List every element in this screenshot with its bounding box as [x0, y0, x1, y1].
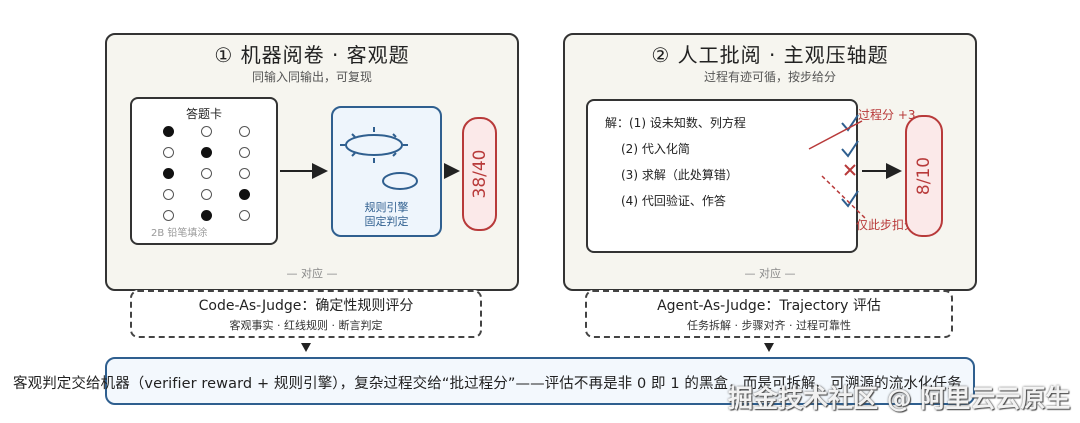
- code-as-judge-box: Code-As-Judge：确定性规则评分 客观事实 · 红线规则 · 断言判定: [130, 290, 482, 338]
- engine-label-1: 规则引擎: [364, 201, 409, 214]
- agent-as-judge-title: Agent-As-Judge：Trajectory 评估: [657, 298, 881, 314]
- cross-icon: [844, 164, 856, 176]
- panel-subtitle: 过程有迹可循，按步给分: [703, 70, 836, 84]
- filled-bubble: [201, 147, 212, 158]
- empty-bubble: [163, 210, 174, 221]
- empty-bubble: [239, 210, 250, 221]
- empty-bubble: [201, 168, 212, 179]
- solution-step-3: (3) 求解（此处算错）: [621, 168, 738, 182]
- panel-footer: — 对应 —: [286, 267, 338, 280]
- agent-as-judge-box: Agent-As-Judge：Trajectory 评估 任务拆解 · 步骤对齐…: [585, 290, 953, 338]
- down-arrow-left: [301, 343, 311, 352]
- code-as-judge-title: Code-As-Judge：确定性规则评分: [198, 298, 414, 314]
- engine-label-2: 固定判定: [364, 215, 409, 228]
- leader-line-plus: [808, 120, 863, 150]
- score-capsule-right: [905, 115, 943, 237]
- rule-engine-box: [331, 106, 442, 237]
- empty-bubble: [239, 126, 250, 137]
- empty-bubble: [163, 147, 174, 158]
- solution-step-1: 解：(1) 设未知数、列方程: [605, 116, 746, 130]
- empty-bubble: [163, 189, 174, 200]
- filled-bubble: [163, 168, 174, 179]
- empty-bubble: [201, 126, 212, 137]
- summary-box: [105, 357, 975, 405]
- empty-bubble: [201, 189, 212, 200]
- panel-subtitle: 同输入同输出，可复现: [251, 70, 372, 84]
- solution-step-2: (2) 代入化简: [621, 142, 690, 156]
- leader-line-deduct: [821, 175, 867, 220]
- down-arrow-right: [764, 343, 774, 352]
- check-icon: [841, 140, 859, 158]
- panel-title: ① 机器阅卷 · 客观题: [214, 43, 410, 67]
- solution-sheet: [586, 99, 858, 253]
- filled-bubble: [239, 189, 250, 200]
- check-icon: [841, 114, 859, 132]
- watermark: 掘金技术社区 @ 阿里云云原生: [728, 384, 1071, 413]
- answer-card-label: 答题卡: [185, 107, 222, 121]
- filled-bubble: [163, 126, 174, 137]
- answer-card: 答题卡 2B 铅笔填涂: [130, 97, 278, 245]
- annotation-plus: 过程分 +3: [858, 108, 916, 122]
- filled-bubble: [201, 210, 212, 221]
- pencil-note: 2B 铅笔填涂: [151, 228, 208, 239]
- check-icon: [841, 190, 859, 208]
- panel-title: ② 人工批阅 · 主观压轴题: [651, 43, 889, 67]
- empty-bubble: [239, 168, 250, 179]
- summary-text: 客观判定交给机器（verifier reward + 规则引擎），复杂过程交给“…: [13, 376, 962, 392]
- empty-bubble: [239, 147, 250, 158]
- gear-icon: [340, 127, 418, 190]
- panel-footer: — 对应 —: [744, 267, 796, 280]
- score-capsule-left: [462, 117, 497, 231]
- solution-step-4: (4) 代回验证、作答: [621, 194, 726, 208]
- agent-as-judge-subtitle: 任务拆解 · 步骤对齐 · 过程可靠性: [687, 319, 851, 332]
- annotation-deduct: 仅此步扣分: [856, 218, 917, 232]
- code-as-judge-subtitle: 客观事实 · 红线规则 · 断言判定: [229, 319, 383, 332]
- small-cog-icon: [382, 172, 418, 190]
